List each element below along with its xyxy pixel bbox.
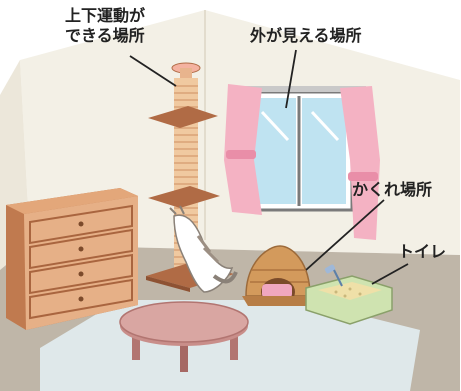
callout-lines [129, 49, 409, 285]
label-hiding-place: かくれ場所 [352, 180, 433, 199]
callout-line-hiding [305, 199, 385, 271]
label-vertical-exercise-line1: 上下運動が [65, 6, 146, 25]
label-vertical-exercise: 上下運動が できる場所 [65, 6, 145, 46]
callout-line-window [285, 49, 297, 109]
litter-box-illustration [305, 264, 393, 325]
cat-illustration [169, 205, 238, 293]
dresser-illustration [6, 188, 138, 330]
callout-line-vertical [129, 55, 177, 87]
table-illustration [119, 301, 249, 372]
callout-line-toilet [371, 263, 409, 285]
curtains [224, 84, 380, 240]
label-vertical-exercise-line2: できる場所 [65, 26, 145, 45]
label-toilet: トイレ [398, 242, 447, 261]
cat-bed-illustration [242, 245, 312, 306]
window-illustration [244, 90, 354, 212]
label-view-outside: 外が見える場所 [250, 26, 362, 45]
